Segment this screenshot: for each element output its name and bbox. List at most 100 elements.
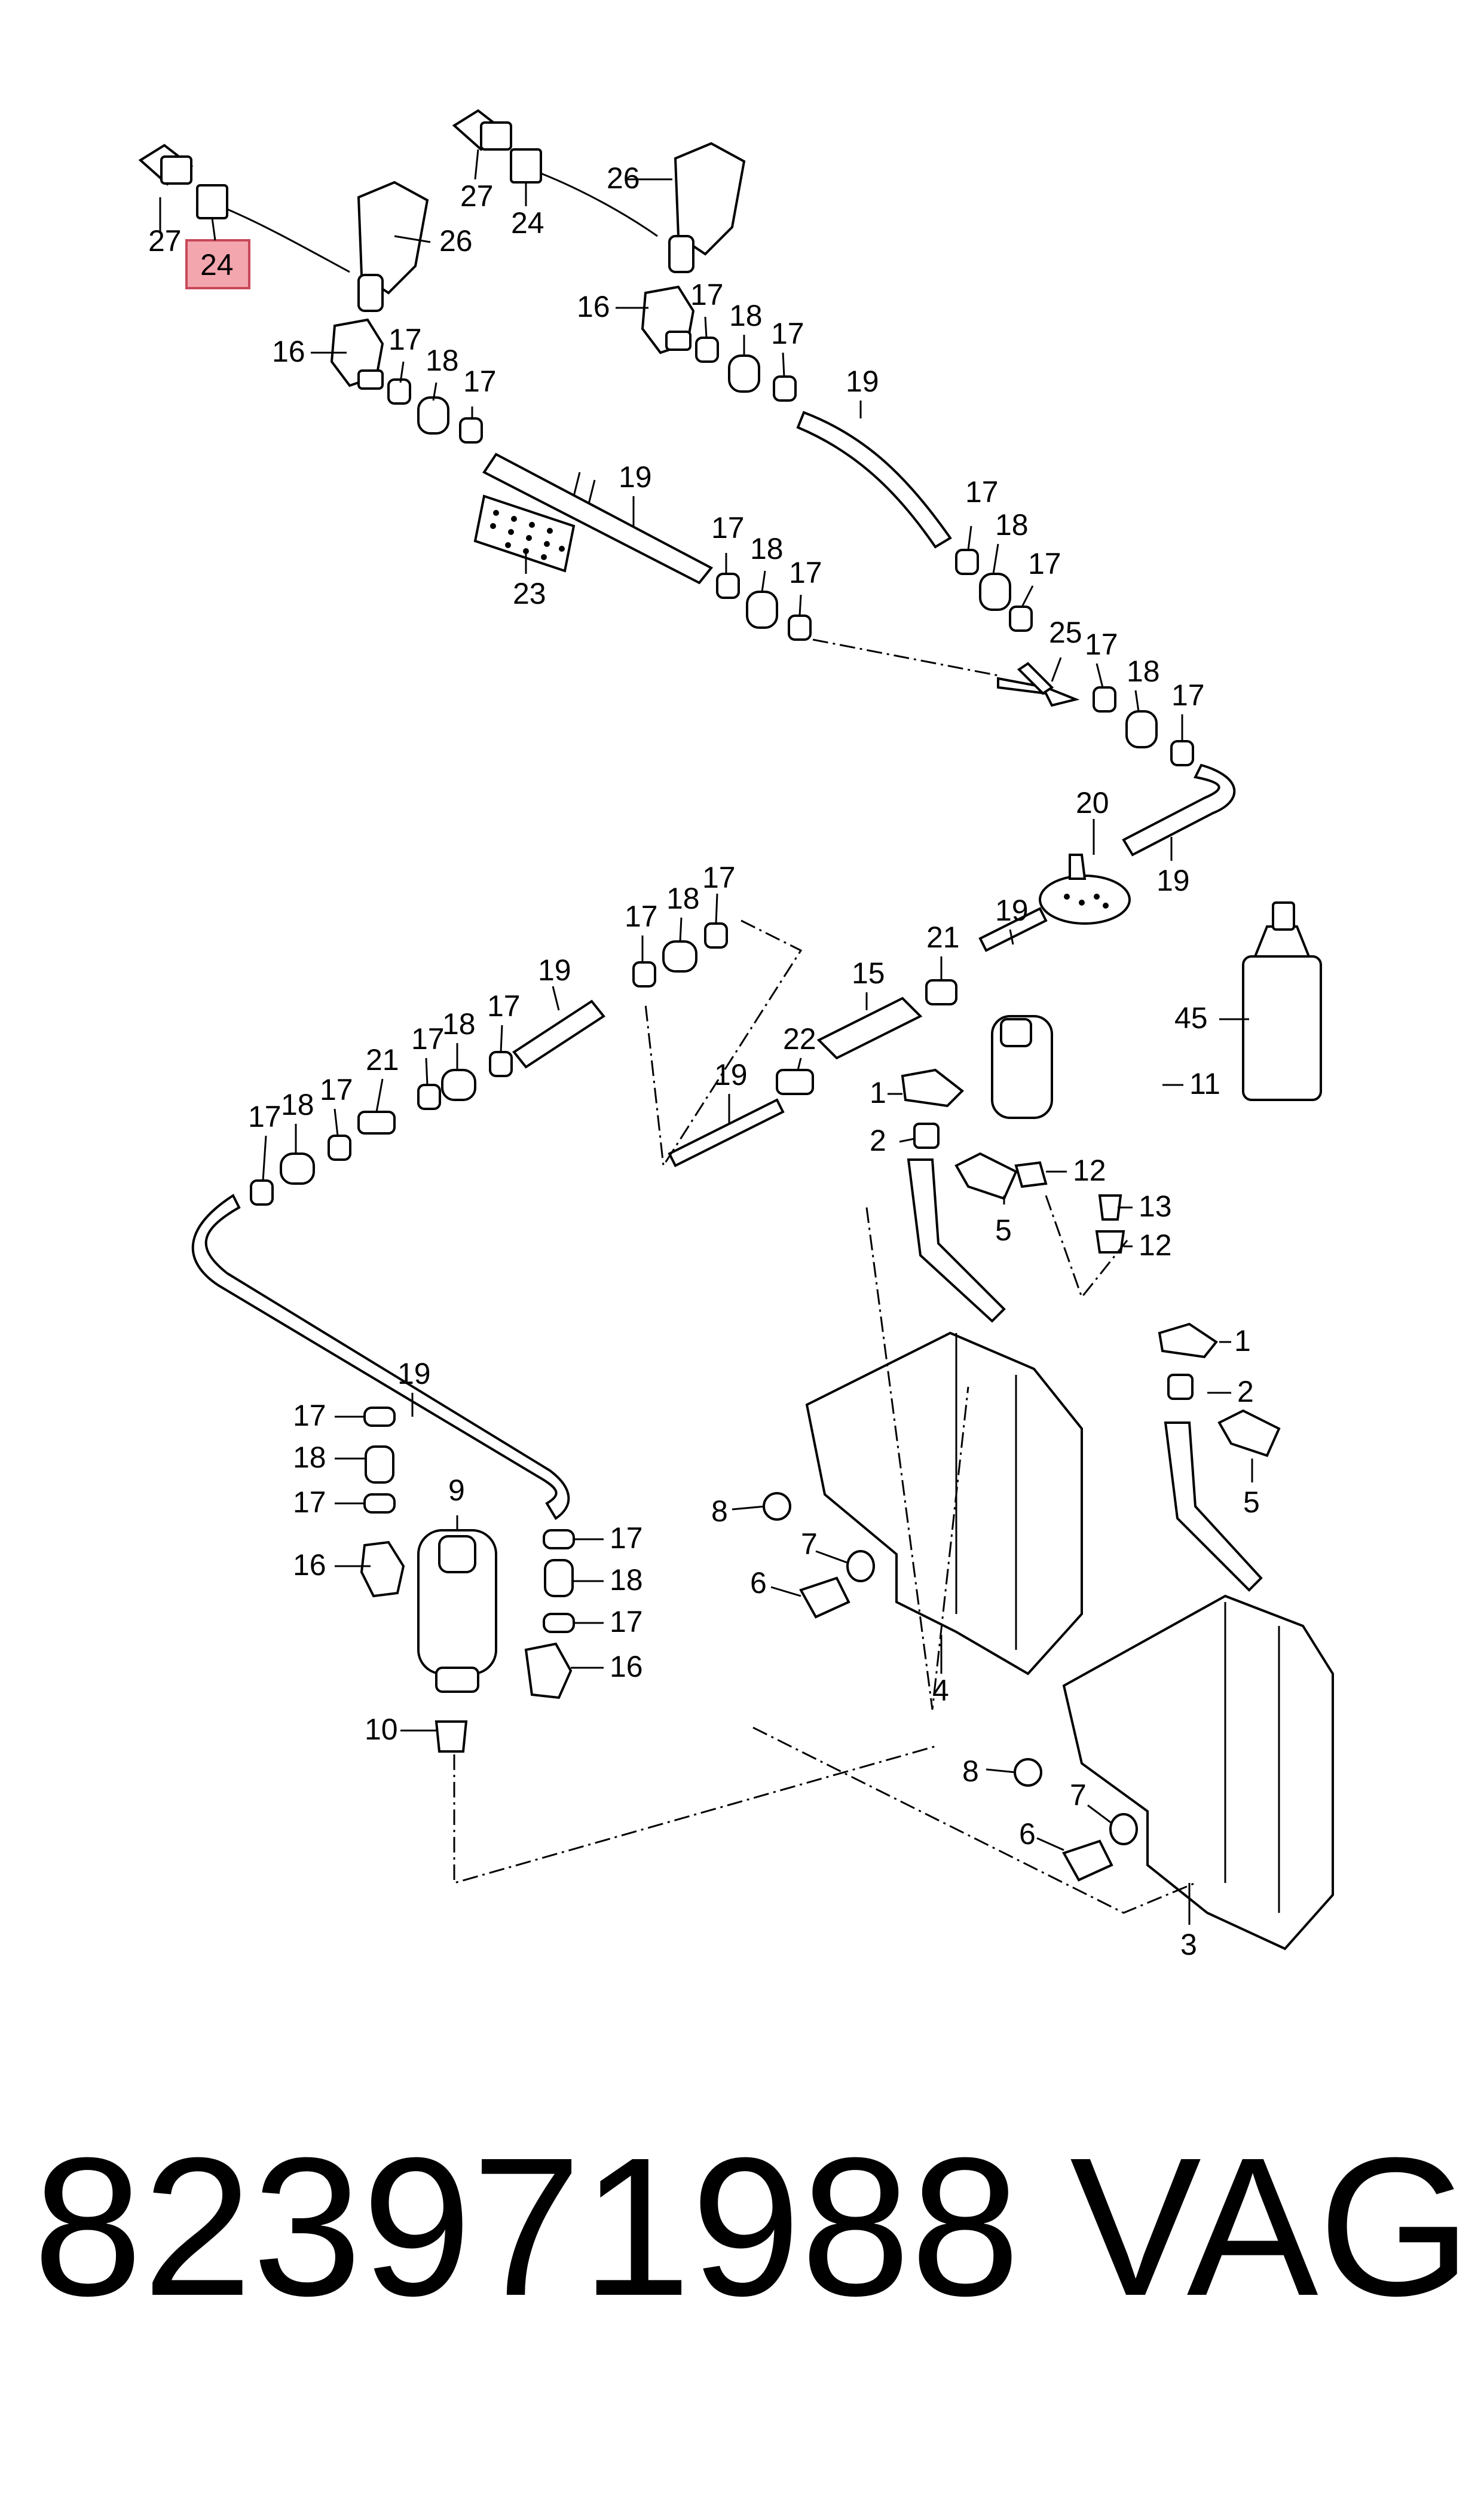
clamp-17-pump-4 [543, 1613, 575, 1633]
check-valve-16-right [641, 285, 695, 354]
connector-21-center [925, 979, 957, 1005]
callout-17: 17 [388, 323, 422, 356]
callout-10: 10 [365, 1713, 398, 1746]
callout-17: 17 [965, 475, 999, 509]
callout-12: 12 [1073, 1154, 1106, 1187]
callout-7: 7 [1070, 1778, 1087, 1812]
callout-2: 2 [870, 1124, 886, 1157]
callout-19: 19 [397, 1357, 431, 1390]
y-connector-25 [997, 662, 1080, 707]
highlight-box-24 [185, 239, 250, 289]
callout-17: 17 [293, 1399, 326, 1432]
callout-17: 17 [625, 900, 658, 933]
callout-5: 5 [1243, 1485, 1260, 1519]
callout-16: 16 [272, 335, 305, 368]
hose-distributor-20 [1039, 854, 1131, 925]
callout-27: 27 [148, 224, 182, 258]
callout-18: 18 [610, 1563, 643, 1597]
callout-17: 17 [610, 1605, 643, 1638]
connector-18-pump-1 [365, 1445, 394, 1484]
callout-1: 1 [870, 1076, 886, 1109]
bracket-5-lower [1217, 1409, 1281, 1457]
callout-25: 25 [1049, 616, 1082, 649]
connector-18-right-1 [728, 354, 760, 393]
callout-21: 21 [366, 1043, 399, 1077]
callout-17: 17 [702, 861, 736, 894]
callout-2: 2 [1237, 1375, 1254, 1408]
leader-lines [159, 149, 1253, 1925]
callout-16: 16 [577, 290, 610, 323]
clamp-17-mid-1 [632, 961, 656, 988]
callout-17: 17 [487, 989, 521, 1023]
callout-1: 1 [1234, 1324, 1251, 1358]
connector-18-pump-2 [544, 1559, 574, 1597]
nut-8-lower [1014, 1758, 1042, 1787]
level-sensor-6-lower [1062, 1839, 1113, 1882]
callout-21: 21 [926, 921, 960, 954]
clamp-17-mid-4 [417, 1084, 441, 1110]
callout-26: 26 [439, 224, 473, 258]
brand-name: VAG [1070, 2116, 1472, 2337]
callout-26: 26 [607, 161, 640, 195]
clamp-17-right-3 [955, 549, 979, 575]
clamp-17-left-4 [788, 615, 812, 641]
callout-18: 18 [729, 299, 763, 332]
seal-7-upper [846, 1550, 875, 1582]
callout-18: 18 [1127, 655, 1160, 688]
seal-2-lower [1167, 1374, 1194, 1400]
callout-4: 4 [932, 1674, 949, 1707]
connector-24-right [510, 148, 542, 184]
plug-13 [1098, 1194, 1122, 1221]
hose-19-center-lower [668, 1098, 785, 1167]
connector-18-left-1 [417, 396, 449, 435]
clamp-17-pump-2 [363, 1493, 396, 1514]
callout-20: 20 [1076, 786, 1109, 820]
reservoir-4 [805, 1331, 1083, 1676]
callout-16: 16 [610, 1650, 643, 1683]
connector-15 [816, 996, 923, 1060]
hose-19-long [191, 1194, 570, 1520]
connector-18-mid-1 [662, 940, 697, 973]
part-number: 823971988 [33, 2116, 1020, 2337]
callout-17: 17 [789, 556, 822, 589]
callout-19: 19 [714, 1058, 748, 1092]
callout-16: 16 [293, 1548, 326, 1582]
callout-45: 45 [1174, 1001, 1208, 1035]
hose-19-right-lower [1122, 763, 1236, 857]
callout-22: 22 [783, 1022, 816, 1056]
hose-19-center [978, 907, 1048, 952]
check-valve-16-pump-right [524, 1642, 573, 1699]
clamp-17-right-5 [1093, 686, 1116, 713]
callout-17: 17 [690, 278, 724, 311]
nozzle-26-left [357, 181, 429, 312]
clamp-17-right-6 [1170, 740, 1194, 766]
grommet-12-upper-a [1014, 1161, 1048, 1188]
washer-system-parts-diagram: 27 24 26 16 17 18 17 19 23 17 18 17 27 2… [138, 109, 1334, 1961]
callout-17: 17 [1171, 678, 1205, 712]
hose-19-left [482, 453, 714, 585]
callout-15: 15 [852, 956, 885, 990]
callout-27: 27 [460, 179, 494, 213]
washer-fluid-bottle-45 [1242, 901, 1322, 1101]
callout-19: 19 [619, 460, 652, 494]
callout-17: 17 [1085, 628, 1118, 661]
nozzle-26-right [668, 142, 746, 273]
clamp-17-left-3 [716, 573, 740, 599]
callout-17: 17 [1028, 547, 1061, 580]
connector-27-right [452, 109, 512, 151]
callout-18: 18 [426, 344, 459, 377]
clamp-17-right-4 [1009, 606, 1033, 632]
callout-18: 18 [442, 1007, 476, 1041]
filler-cap-1-lower [1158, 1322, 1218, 1359]
washer-pump-11 [991, 1015, 1053, 1119]
seal-7-lower [1109, 1813, 1138, 1845]
clamp-17-mid-6 [250, 1179, 274, 1206]
callout-17: 17 [771, 317, 804, 350]
filler-cap-1-upper [901, 1068, 965, 1108]
callout-17: 17 [711, 511, 745, 545]
bracket-5-upper [954, 1152, 1018, 1200]
callout-labels: 27 24 26 16 17 18 17 19 23 17 18 17 27 2… [148, 161, 1260, 1961]
part-footer: 823971988 VAG [0, 2128, 1484, 2379]
clamp-17-pump-3 [543, 1529, 575, 1549]
filler-neck-upper [907, 1158, 1006, 1323]
